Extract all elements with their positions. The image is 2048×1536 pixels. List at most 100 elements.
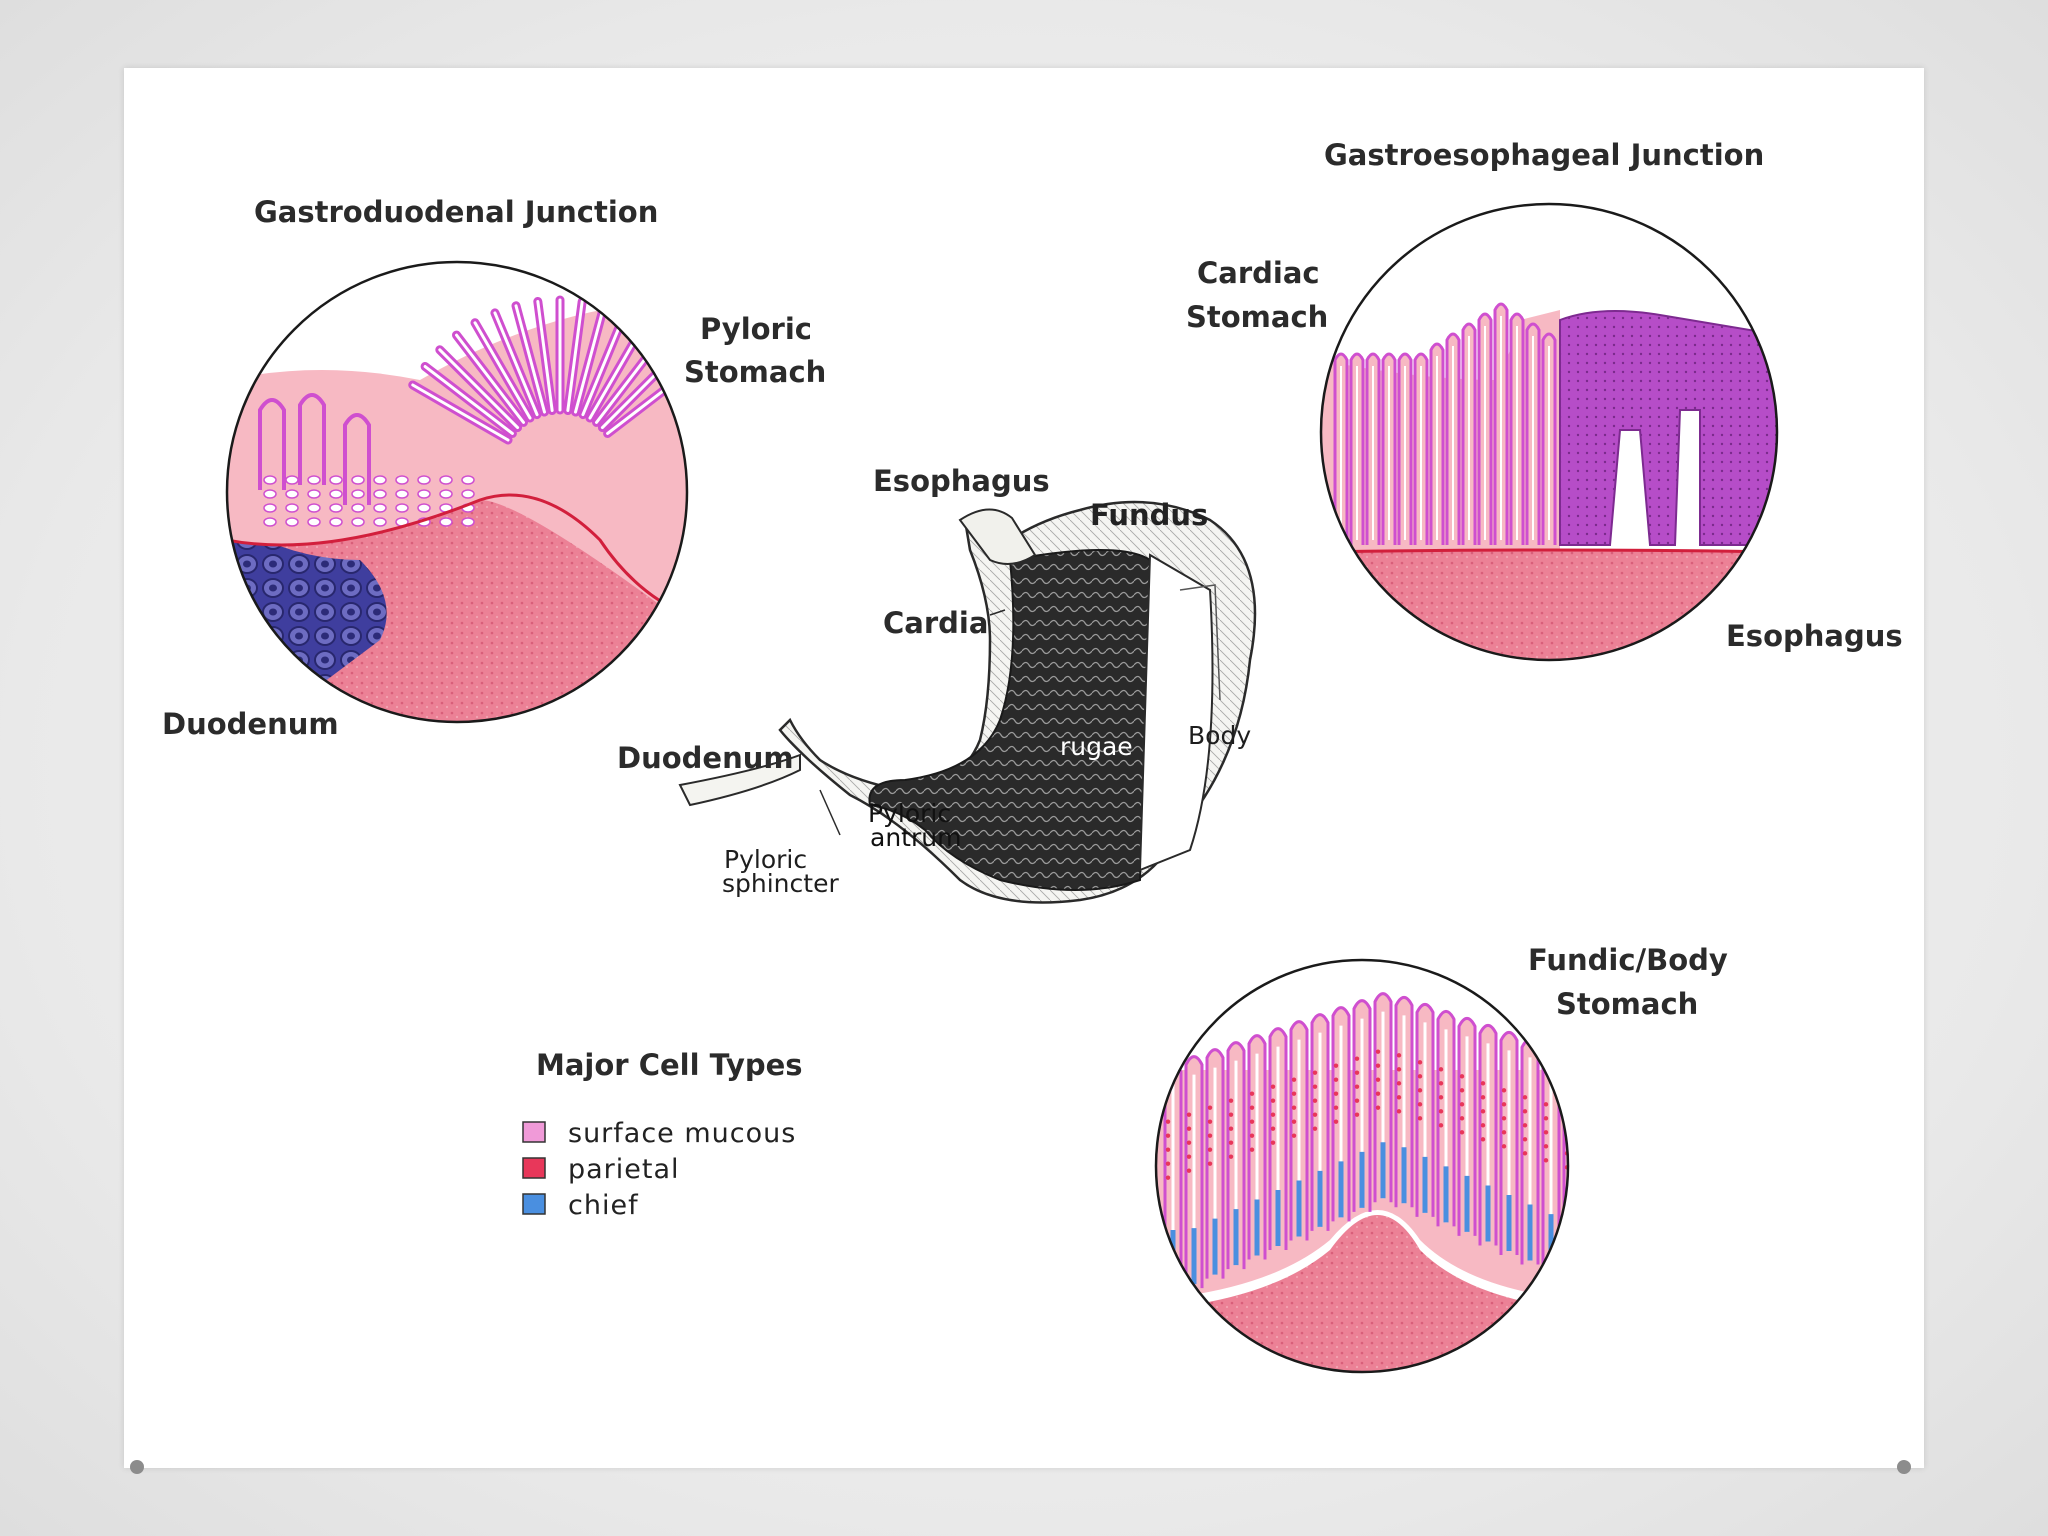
parietal-cell xyxy=(1291,1119,1297,1124)
parietal-cell xyxy=(1396,1109,1402,1114)
parietal-cell xyxy=(1249,1091,1255,1096)
pyloric-sphincter-label-line2: sphincter xyxy=(722,869,839,898)
parietal-cell xyxy=(1501,1116,1507,1121)
parietal-cell xyxy=(1312,1084,1318,1089)
parietal-cell xyxy=(1375,1105,1381,1110)
pyloric-pit-lumen xyxy=(455,333,525,424)
pit-cross-section xyxy=(461,475,475,485)
parietal-cell xyxy=(1522,1151,1528,1156)
parietal-cell xyxy=(1522,1109,1528,1114)
parietal-cell xyxy=(1417,1060,1423,1065)
esophagus-label: Esophagus xyxy=(873,464,1050,498)
pit-cross-section xyxy=(439,489,453,499)
parietal-cell xyxy=(1186,1112,1192,1117)
parietal-cell xyxy=(1270,1140,1276,1145)
fundic-body-label-line1: Fundic/Body xyxy=(1528,943,1728,977)
pit-cross-section xyxy=(417,475,431,485)
pit-cross-section xyxy=(395,489,409,499)
fundus-label: Fundus xyxy=(1090,498,1208,532)
parietal-cell xyxy=(1333,1091,1339,1096)
parietal-cell xyxy=(1543,1158,1549,1163)
pyloric-pit-lumen xyxy=(514,304,546,414)
pit-cross-section xyxy=(263,517,277,527)
parietal-cell xyxy=(1228,1112,1234,1117)
cell-type-legend: Major Cell Types surface mucous parietal… xyxy=(522,1048,803,1221)
fundic-body-circle xyxy=(1154,958,1570,1374)
parietal-cell xyxy=(1270,1098,1276,1103)
parietal-cell xyxy=(1228,1140,1234,1145)
parietal-cell xyxy=(1207,1161,1213,1166)
pit-cross-section xyxy=(439,517,453,527)
parietal-cell xyxy=(1501,1102,1507,1107)
parietal-cell xyxy=(1564,1109,1568,1114)
parietal-cell xyxy=(1480,1137,1486,1142)
parietal-cell xyxy=(1438,1095,1444,1100)
parietal-cell xyxy=(1501,1144,1507,1149)
pit-cross-section xyxy=(263,489,277,499)
pit-cross-section xyxy=(285,489,299,499)
pyloric-pit-lumen xyxy=(574,304,606,414)
parietal-cell xyxy=(1249,1133,1255,1138)
legend-label-chief: chief xyxy=(568,1190,639,1221)
pit-cross-section xyxy=(329,489,343,499)
pyloric-sphincter-label-line1: Pyloric xyxy=(724,845,807,874)
parietal-cell xyxy=(1417,1074,1423,1079)
parietal-cell xyxy=(1207,1105,1213,1110)
pyloric-antrum-label-line1: Pyloric xyxy=(868,799,951,828)
stomach-illustration xyxy=(678,500,1257,904)
parietal-cell xyxy=(1333,1077,1339,1082)
parietal-cell xyxy=(1270,1112,1276,1117)
parietal-cell xyxy=(1459,1102,1465,1107)
parietal-cell xyxy=(1291,1077,1297,1082)
parietal-cell xyxy=(1207,1147,1213,1152)
parietal-cell xyxy=(1522,1095,1528,1100)
parietal-cell xyxy=(1312,1126,1318,1131)
parietal-cell xyxy=(1438,1081,1444,1086)
parietal-cell xyxy=(1354,1056,1360,1061)
legend-label-parietal: parietal xyxy=(568,1154,680,1185)
cardiac-stomach-label-line2: Stomach xyxy=(1186,300,1328,334)
pit-cross-section xyxy=(307,489,321,499)
rugae-label: rugae xyxy=(1060,732,1133,761)
parietal-cell xyxy=(1333,1063,1339,1068)
parietal-cell xyxy=(1354,1112,1360,1117)
parietal-cell xyxy=(1165,1161,1171,1166)
parietal-cell xyxy=(1522,1123,1528,1128)
parietal-cell xyxy=(1501,1130,1507,1135)
pyloric-villi xyxy=(258,295,687,527)
parietal-cell xyxy=(1501,1088,1507,1093)
parietal-cell xyxy=(1396,1053,1402,1058)
parietal-cell xyxy=(1375,1091,1381,1096)
parietal-cell xyxy=(1543,1144,1549,1149)
parietal-cell xyxy=(1333,1119,1339,1124)
cardia-label: Cardia xyxy=(883,606,988,640)
slide-corner-dot-left xyxy=(130,1460,144,1474)
parietal-cell xyxy=(1459,1116,1465,1121)
pyloric-pit-lumen xyxy=(411,383,510,442)
gastroesophageal-title: Gastroesophageal Junction xyxy=(1324,138,1764,172)
parietal-cell xyxy=(1375,1049,1381,1054)
pyloric-pit-lumen xyxy=(473,321,532,420)
pit-cross-section xyxy=(329,503,343,513)
parietal-cell xyxy=(1459,1130,1465,1135)
parietal-cell xyxy=(1270,1126,1276,1131)
parietal-cell xyxy=(1543,1116,1549,1121)
parietal-cell xyxy=(1417,1088,1423,1093)
parietal-cell xyxy=(1228,1154,1234,1159)
pyloric-pit-lumen xyxy=(536,299,554,413)
pit-cross-section xyxy=(439,475,453,485)
parietal-cell xyxy=(1438,1067,1444,1072)
parietal-cell xyxy=(1543,1102,1549,1107)
parietal-cell xyxy=(1522,1137,1528,1142)
pit-cross-section xyxy=(461,489,475,499)
parietal-cell xyxy=(1312,1112,1318,1117)
cardiac-glands xyxy=(1333,302,1557,545)
pyloric-stomach-label-line2: Stomach xyxy=(684,355,826,389)
parietal-cell xyxy=(1375,1077,1381,1082)
gastroduodenal-title: Gastroduodenal Junction xyxy=(254,195,658,229)
pyloric-antrum-label-line2: antrum xyxy=(870,823,961,852)
legend-title: Major Cell Types xyxy=(536,1048,803,1082)
fundic-body-label-line2: Stomach xyxy=(1556,987,1698,1021)
parietal-cell xyxy=(1480,1123,1486,1128)
